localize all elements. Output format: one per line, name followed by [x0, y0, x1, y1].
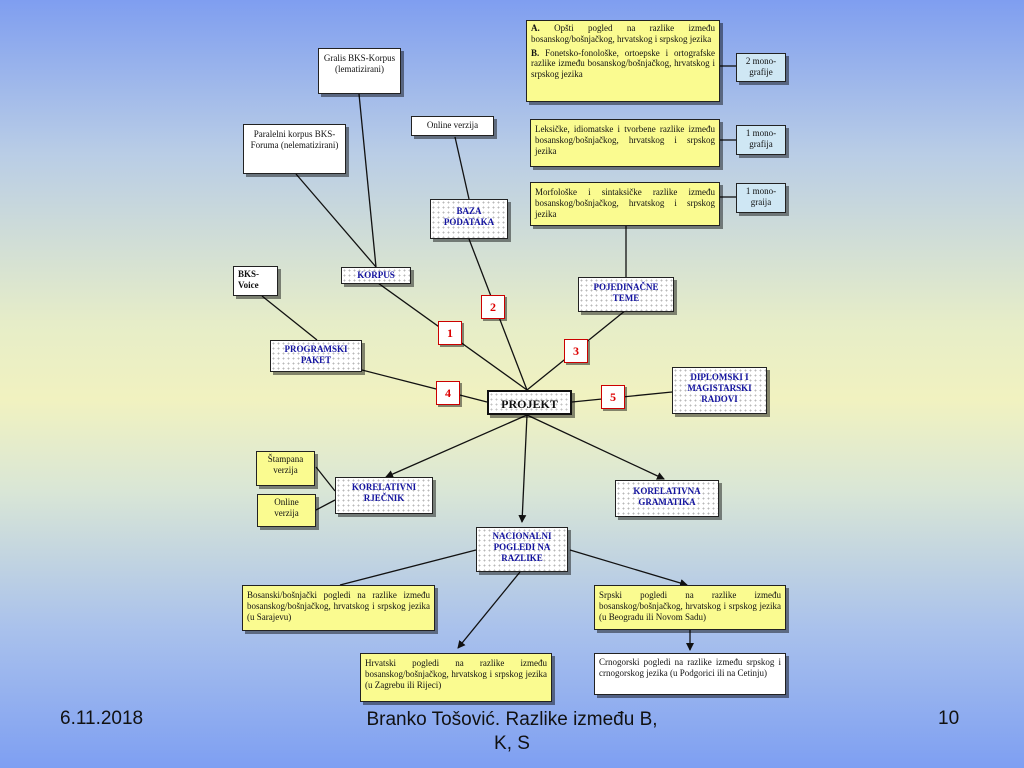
programski-paket-node[interactable]: PROGRAMSKI PAKET [270, 340, 362, 372]
footer-title: Branko Tošović. Razlike između B, K, S [366, 709, 658, 755]
footer-date: 6.11.2018 [60, 708, 144, 729]
topic-ab-node[interactable]: A. Opšti pogled na razlike između bosans… [526, 20, 720, 102]
stampana-verzija-node[interactable]: Štampana verzija [256, 451, 315, 486]
topic-leksicke-node[interactable]: Leksičke, idiomatske i tvorbene razlike … [530, 119, 720, 167]
topic-b-label: B. [531, 47, 540, 58]
gralis-korpus-node[interactable]: Gralis BKS-Korpus (lematizirani) [318, 48, 401, 94]
monografija-1a-node[interactable]: 1 mono-grafija [736, 125, 786, 155]
bosanski-pogledi-node[interactable]: Bosanski/bošnjački pogledi na razlike iz… [242, 585, 435, 631]
number-badge-1: 1 [438, 321, 462, 345]
korpus-node[interactable]: KORPUS [341, 267, 411, 284]
online-verzija-rjecnik-node[interactable]: Online verzija [257, 494, 316, 527]
topic-morfoloske-node[interactable]: Morfološke i sintaksičke razlike između … [530, 182, 720, 226]
number-badge-3: 3 [564, 339, 588, 363]
monografije-2-node[interactable]: 2 mono-grafije [736, 53, 786, 82]
bks-voice-node[interactable]: BKS-Voice [233, 266, 278, 296]
hrvatski-pogledi-node[interactable]: Hrvatski pogledi na razlike između bosan… [360, 653, 552, 702]
topic-a-text: Opšti pogled na razlike između bosanskog… [531, 23, 715, 44]
korelativna-gramatika-node[interactable]: KORELATIVNA GRAMATIKA [615, 480, 719, 517]
korelativni-rjecnik-node[interactable]: KORELATIVNI RJEČNIK [335, 477, 433, 514]
srpski-pogledi-node[interactable]: Srpski pogledi na razlike između bosansk… [594, 585, 786, 630]
crnogorski-pogledi-node[interactable]: Crnogorski pogledi na razlike između srp… [594, 653, 786, 695]
online-verzija-baza-node[interactable]: Online verzija [411, 116, 494, 136]
baza-podataka-node[interactable]: BAZA PODATAKA [430, 199, 508, 239]
diplomski-radovi-node[interactable]: DIPLOMSKI I MAGISTARSKI RADOVI [672, 367, 767, 414]
number-badge-5: 5 [601, 385, 625, 409]
monografija-1b-node[interactable]: 1 mono-graija [736, 183, 786, 213]
paralelni-korpus-node[interactable]: Paralelni korpus BKS-Foruma (nelematizir… [243, 124, 346, 174]
number-badge-2: 2 [481, 295, 505, 319]
number-badge-4: 4 [436, 381, 460, 405]
nacionalni-pogledi-node[interactable]: NACIONALNI POGLEDI NA RAZLIKE [476, 527, 568, 572]
projekt-hub[interactable]: PROJEKT [487, 390, 572, 415]
topic-b-text: Fonetsko-fonološke, ortoepske i ortograf… [531, 47, 716, 80]
pojedinacne-teme-node[interactable]: POJEDINAČNE TEME [578, 277, 674, 312]
topic-a-label: A. [531, 23, 540, 33]
footer-page-number: 10 [938, 708, 960, 729]
